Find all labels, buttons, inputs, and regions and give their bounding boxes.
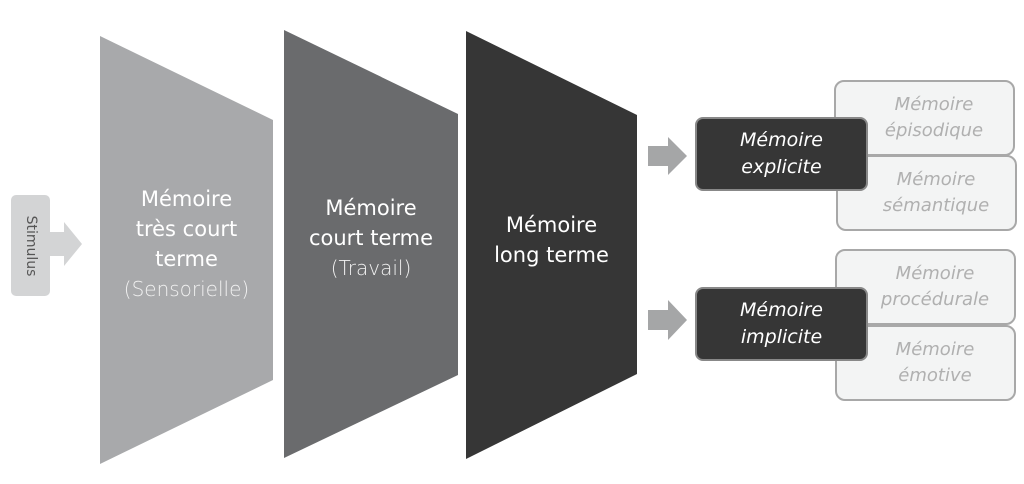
explicit-memory-box: Mémoire explicite: [695, 117, 868, 191]
implicit-arrow-icon: [648, 300, 687, 340]
stage-short-term-line-2: court terme: [308, 226, 434, 250]
implicit-memory-line-1: Mémoire: [740, 299, 823, 321]
stimulus-box: Stimulus: [11, 195, 50, 296]
implicit-memory-box: Mémoire implicite: [695, 287, 868, 361]
stimulus-arrow-icon: [48, 222, 82, 266]
semantic-memory-line-2: sémantique: [882, 195, 990, 216]
episodic-memory-line-1: Mémoire: [894, 94, 974, 115]
stage-short-term-shape: [284, 30, 458, 458]
stage-long-term-shape: [466, 31, 637, 459]
stage-short-term-line-1: Mémoire: [325, 196, 417, 220]
procedural-memory-line-1: Mémoire: [895, 263, 975, 284]
explicit-memory-line-2: explicite: [741, 156, 822, 178]
explicit-memory-line-1: Mémoire: [740, 129, 823, 151]
stage-sensory-line-3: terme: [155, 247, 218, 271]
semantic-memory-line-1: Mémoire: [896, 169, 976, 190]
stage-long-term-label: Mémoire long terme: [466, 210, 637, 270]
stage-short-term-subtitle: (Travail): [330, 256, 412, 280]
stage-long-term-line-1: Mémoire: [505, 213, 598, 237]
stage-sensory-line-1: Mémoire: [140, 187, 233, 211]
stage-short-term-label: Mémoire court terme (Travail): [284, 193, 458, 283]
emotional-memory-line-1: Mémoire: [895, 339, 975, 360]
procedural-memory-line-2: procédurale: [880, 289, 990, 310]
episodic-memory-line-2: épisodique: [884, 120, 984, 141]
emotional-memory-line-2: émotive: [898, 365, 972, 386]
stage-sensory-label: Mémoire très court terme (Sensorielle): [100, 184, 273, 304]
implicit-memory-line-2: implicite: [740, 326, 823, 348]
stage-sensory-line-2: très court: [135, 217, 238, 241]
stimulus-label: Stimulus: [22, 215, 39, 276]
stage-long-term-line-2: long terme: [494, 243, 609, 267]
stage-sensory-subtitle: (Sensorielle): [123, 277, 250, 301]
explicit-arrow-icon: [648, 137, 687, 175]
semantic-memory-box: Mémoire sémantique: [836, 155, 1017, 231]
stage-sensory-shape: [100, 36, 273, 464]
